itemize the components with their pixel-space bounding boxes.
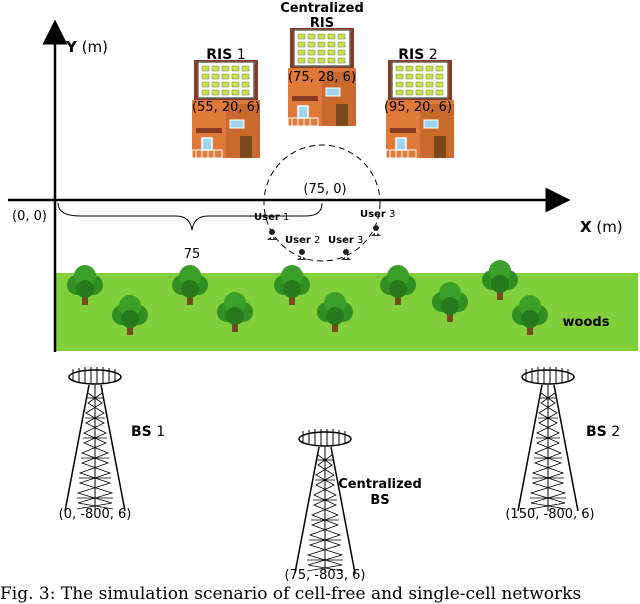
user-circle-center-label: (75, 0) <box>303 182 346 197</box>
ris-1-label-number: 1 <box>232 47 245 63</box>
simulation-scenario-diagram: woods Y (m) X (m) (0, 0) 75 RIS 1 (55, 2… <box>8 1 638 583</box>
y-axis-label-letter: Y <box>65 38 78 56</box>
user-3-label: User 3 <box>328 235 363 246</box>
centralized-ris-coords: (75, 28, 6) <box>288 70 356 85</box>
ris-1-label-name: RIS <box>206 47 232 63</box>
bs-2-label: BS 2 <box>586 424 620 440</box>
y-axis-label-unit: (m) <box>77 38 108 56</box>
centralized-bs-tower <box>294 428 356 574</box>
user-2-label-name: User <box>285 235 311 246</box>
ris-2-label-number: 2 <box>424 47 437 63</box>
user-3-label-name: User <box>328 235 354 246</box>
ris-2-label: RIS 2 <box>398 47 437 63</box>
user-1-label-number: 1 <box>280 212 290 223</box>
bs-2-coords: (150, -800, 6) <box>505 507 594 522</box>
user-1-label-name: User <box>254 212 280 223</box>
user-2-label: User 2 <box>285 235 320 246</box>
bs-2-label-number: 2 <box>607 424 620 440</box>
distance-brace-label: 75 <box>184 247 201 262</box>
bs-2-tower <box>517 366 579 512</box>
user-area-circle <box>263 144 381 262</box>
ris-1-label: RIS 1 <box>206 47 245 63</box>
bs-1-label: BS 1 <box>131 424 165 440</box>
centralized-bs-coords: (75, -803, 6) <box>285 568 366 583</box>
user-4-label: User 3 <box>360 209 395 220</box>
user-4-label-name: User <box>360 209 386 220</box>
user-2-icon <box>297 249 307 260</box>
y-axis-label: Y (m) <box>65 38 108 56</box>
bs-1-label-name: BS <box>131 424 152 440</box>
centralized-ris-label-line1: Centralized <box>280 1 364 16</box>
user-1-label: User 1 <box>254 212 289 223</box>
bs-1-coords: (0, -800, 6) <box>59 507 132 522</box>
user-4-icon <box>371 225 381 236</box>
origin-label: (0, 0) <box>12 209 47 224</box>
user-4-label-number: 3 <box>386 209 396 220</box>
user-3-label-number: 3 <box>354 235 364 246</box>
ris-2-label-name: RIS <box>398 47 424 63</box>
ris-1-coords: (55, 20, 6) <box>192 100 260 115</box>
bs-1-tower <box>64 366 126 512</box>
x-axis-label: X (m) <box>580 218 623 236</box>
bs-2-label-name: BS <box>586 424 607 440</box>
x-axis-label-letter: X <box>580 218 592 236</box>
centralized-bs-label-line1: Centralized <box>338 477 422 492</box>
user-2-label-number: 2 <box>311 235 321 246</box>
woods-label: woods <box>563 315 610 330</box>
x-axis-label-unit: (m) <box>592 218 623 236</box>
ris-2-coords: (95, 20, 6) <box>384 100 452 115</box>
centralized-bs-label-line2: BS <box>370 493 389 508</box>
distance-brace <box>57 202 323 231</box>
centralized-ris-label-line2: RIS <box>310 16 334 31</box>
figure-caption: Fig. 3: The simulation scenario of cell-… <box>0 584 582 604</box>
bs-1-label-number: 1 <box>152 424 165 440</box>
